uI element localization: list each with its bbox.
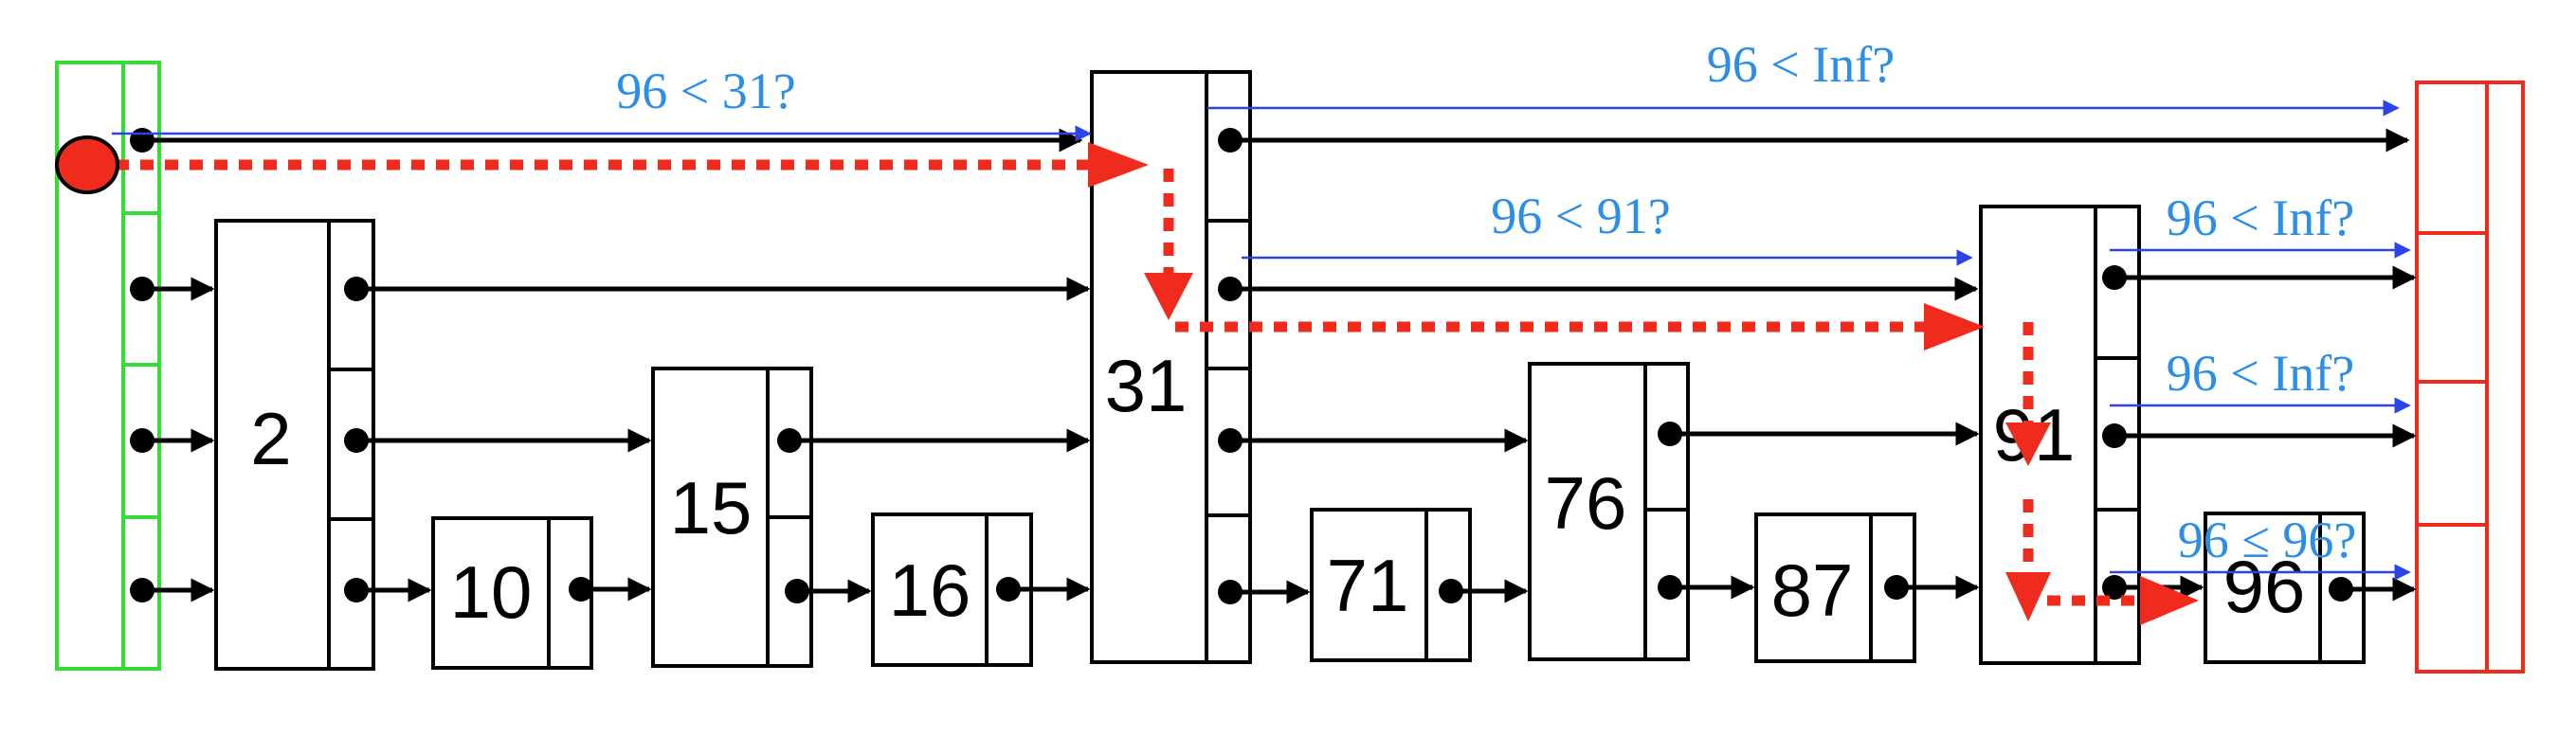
- node-key: 31: [1105, 344, 1188, 427]
- node-key: 87: [1771, 548, 1854, 632]
- comparison-lines: [112, 99, 2411, 581]
- node-10: 10: [431, 516, 593, 670]
- search-path: [91, 142, 2199, 625]
- cmp-label-96: 96 ≤ 96?: [2178, 512, 2357, 568]
- node-key: 10: [450, 550, 533, 634]
- node-key: 96: [2223, 545, 2306, 628]
- node-key: 71: [1327, 544, 1409, 627]
- comparison-labels: 96 < 31? 96 < Inf? 96 < 91? 96 < Inf? 96…: [616, 36, 2356, 568]
- node-key: 76: [1545, 461, 1627, 545]
- cmp-label-top-inf: 96 < Inf?: [1707, 36, 1895, 93]
- cmp-label-l3-inf: 96 < Inf?: [2167, 189, 2354, 246]
- node-key: 15: [670, 466, 753, 549]
- node-76: 76: [1528, 362, 1690, 661]
- node-key: 16: [889, 548, 971, 632]
- node-16: 16: [871, 512, 1033, 667]
- node-key: 2: [250, 397, 291, 480]
- cmp-label-31: 96 < 31?: [616, 63, 795, 119]
- cmp-label-l2-inf: 96 < Inf?: [2167, 345, 2354, 402]
- cmp-label-91: 96 < 91?: [1491, 188, 1670, 244]
- node-15: 15: [651, 367, 813, 668]
- pointer-dots: [130, 128, 2353, 604]
- search-cursor-icon: [55, 135, 119, 194]
- tail-sentinel: [2415, 81, 2525, 674]
